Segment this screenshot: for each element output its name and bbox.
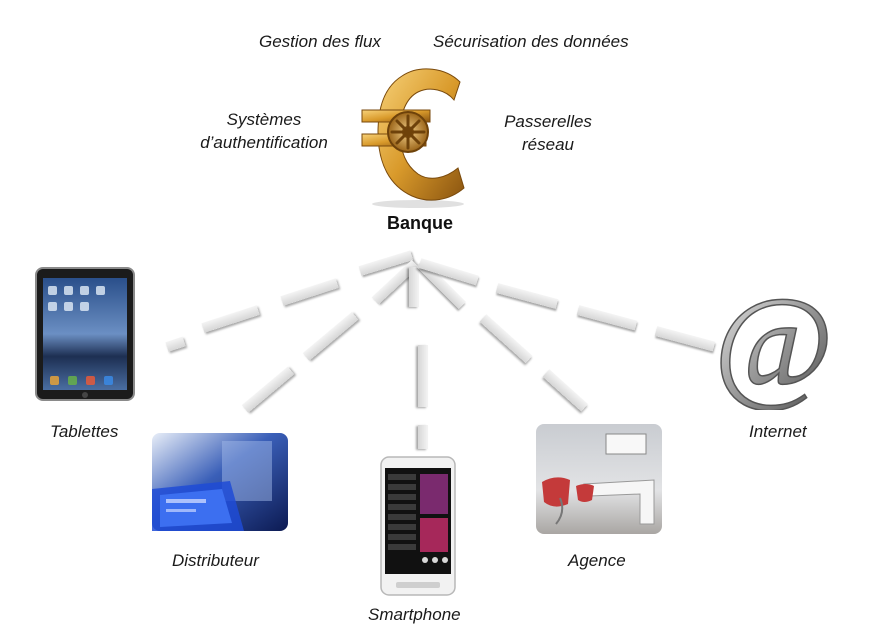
svg-text:@: @ bbox=[716, 294, 832, 410]
connector-dash bbox=[409, 267, 419, 307]
connector-dash bbox=[542, 369, 588, 412]
connector-dash bbox=[241, 366, 295, 413]
feature-auth-line2: d’authentification bbox=[200, 133, 328, 152]
connector-dash bbox=[280, 278, 339, 306]
atm-card-icon bbox=[152, 433, 288, 531]
feature-auth-line1: Systèmes bbox=[226, 110, 302, 129]
label-agence: Agence bbox=[568, 551, 626, 570]
smartphone-icon bbox=[380, 456, 456, 596]
bank-branch-icon bbox=[536, 424, 662, 534]
connector-dash bbox=[418, 345, 428, 407]
feature-passerelles-line1: Passerelles bbox=[504, 112, 592, 131]
label-internet: Internet bbox=[749, 422, 807, 441]
connector-dash bbox=[418, 425, 428, 449]
connector-dash bbox=[201, 305, 260, 333]
connector-dash bbox=[302, 312, 359, 361]
connector-dash bbox=[576, 305, 638, 331]
connector-dash bbox=[165, 336, 186, 352]
at-sign-icon: @ bbox=[716, 294, 832, 410]
feature-authentification: Systèmes d’authentification bbox=[186, 108, 342, 154]
feature-passerelles-line2: réseau bbox=[522, 135, 574, 154]
tablet-icon bbox=[35, 267, 135, 401]
connector-dash bbox=[479, 314, 533, 364]
feature-passerelles: Passerelles réseau bbox=[496, 110, 600, 156]
feature-gestion-flux: Gestion des flux bbox=[259, 32, 381, 51]
euro-vault-icon bbox=[361, 68, 465, 208]
label-distributeur: Distributeur bbox=[172, 551, 259, 570]
connector-dash bbox=[495, 283, 559, 309]
bank-label: Banque bbox=[387, 213, 454, 233]
label-smartphone: Smartphone bbox=[368, 605, 461, 624]
connector-dash bbox=[654, 326, 716, 352]
label-tablettes: Tablettes bbox=[50, 422, 119, 441]
feature-securisation: Sécurisation des données bbox=[433, 32, 629, 51]
